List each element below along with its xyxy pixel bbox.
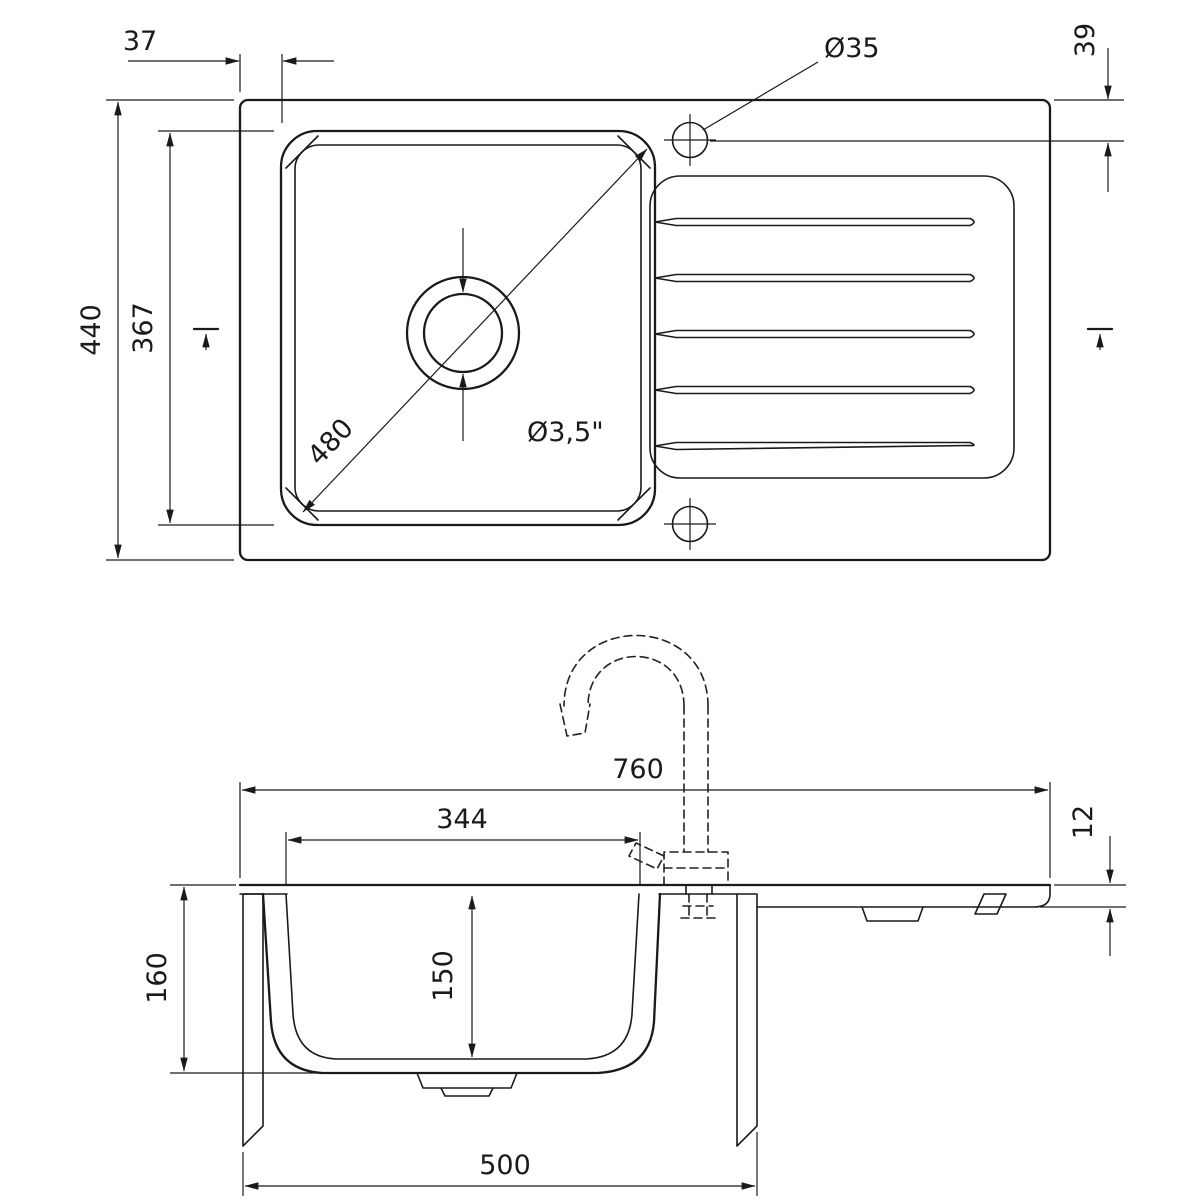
left-wall-hatch	[242, 893, 264, 1147]
bowl-outer-outline	[279, 129, 657, 527]
right-end-cap	[1033, 884, 1051, 908]
leader-line-tap-hole	[702, 61, 819, 131]
faucet-base	[663, 851, 729, 886]
drain-inner-circle	[422, 292, 504, 374]
faucet-dashed-outline	[559, 634, 729, 919]
left-center-mark	[192, 327, 220, 350]
drainer-rib	[654, 329, 975, 339]
top-view-dimensions: 37 Ø35 39 440 367 480 Ø3,5"	[76, 23, 1124, 561]
dim-bowl-outer-depth-label: 160	[142, 952, 173, 1004]
sink-outline	[238, 98, 1052, 562]
dim-overall-depth-label: 440	[76, 304, 107, 356]
dim-drain-diameter-label: Ø3,5"	[527, 417, 604, 448]
overflow-bump	[861, 906, 924, 922]
dim-tap-hole-diameter-label: Ø35	[824, 33, 880, 64]
dim-line-480	[302, 148, 648, 513]
section-view	[238, 634, 1052, 1147]
dim-bowl-depth-label: 367	[128, 302, 159, 354]
bowl-corner-chamfers	[285, 135, 651, 521]
right-center-mark	[1086, 327, 1114, 350]
dim-bowl-inner-depth-label: 150	[428, 950, 459, 1002]
faucet-handle	[628, 842, 665, 870]
bowl-inner-outline	[294, 144, 642, 512]
faucet-spout-tip	[559, 703, 591, 737]
tap-hole-crosshair	[664, 114, 716, 166]
top-view	[192, 98, 1114, 562]
drainer-rib	[654, 217, 975, 227]
dim-base-width-label: 500	[479, 1150, 531, 1181]
drainer-rib	[654, 385, 975, 395]
faucet-pipe	[683, 705, 709, 853]
right-edge-hatch	[974, 893, 1007, 915]
drainer-rib	[654, 441, 975, 451]
second-hole-crosshair	[664, 498, 716, 550]
faucet-shank	[680, 893, 716, 919]
dim-rim-thickness-label: 12	[1068, 805, 1099, 839]
dim-overall-width-label: 760	[612, 754, 664, 785]
tap-hole-section	[685, 884, 713, 895]
dim-bowl-diagonal-label: 480	[302, 413, 360, 472]
dim-edge-offset-label: 37	[123, 26, 157, 57]
faucet-spout-inner	[587, 655, 685, 707]
drainer-rib	[654, 273, 975, 283]
drainer-ribs	[654, 217, 975, 451]
bowl-section-inner	[285, 893, 640, 1060]
dim-bowl-inner-width-label: 344	[436, 804, 488, 835]
right-wall-hatch	[736, 893, 758, 1147]
section-dimensions: 760 344 12 160 150 500	[142, 754, 1126, 1196]
bowl-section-outer	[261, 892, 662, 1075]
faucet-spout-outer	[563, 634, 709, 707]
drainer-outline	[649, 175, 1015, 479]
dim-tap-hole-offset-label: 39	[1070, 23, 1101, 57]
drain-fitting-section	[416, 1072, 518, 1097]
